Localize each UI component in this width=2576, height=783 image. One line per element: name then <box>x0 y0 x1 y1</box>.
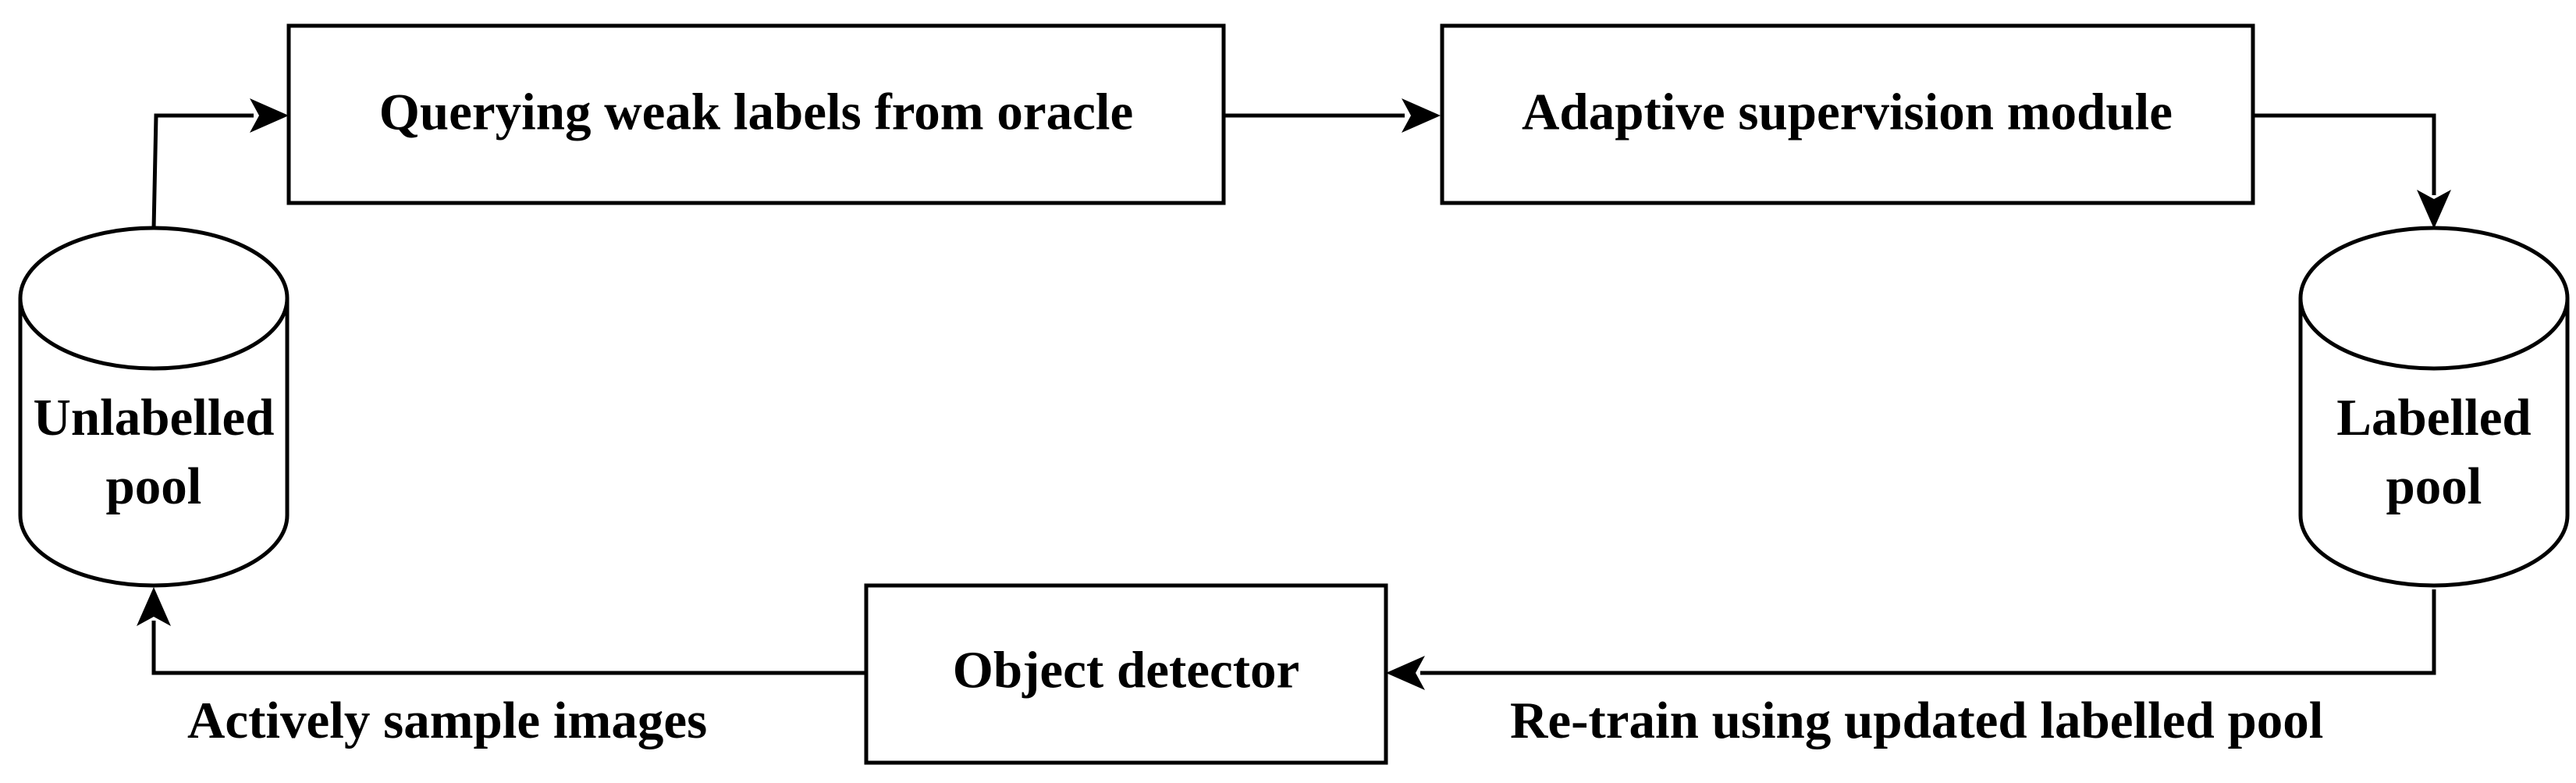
edge-adaptive-to-labelled <box>2253 113 2436 195</box>
edge-labelled-to-detector <box>1420 589 2436 675</box>
detector-label: Object detector <box>953 641 1300 699</box>
arrowhead-query-in <box>250 98 289 133</box>
detector-box: Object detector <box>864 583 1388 765</box>
edge-unlabelled-to-query <box>151 113 254 230</box>
labelled-pool-label-line1: Labelled <box>2336 389 2531 447</box>
arrowhead-unlabelled-in <box>137 587 171 626</box>
adaptive-label: Adaptive supervision module <box>1522 83 2173 141</box>
edge-label-retrain: Re-train using updated labelled pool <box>1510 692 2323 749</box>
query-box: Querying weak labels from oracle <box>286 23 1226 205</box>
arrowhead-detector-in <box>1386 656 1425 690</box>
edge-detector-to-unlabelled <box>151 621 865 675</box>
arrowhead-labelled-in <box>2417 190 2451 229</box>
query-label: Querying weak labels from oracle <box>379 83 1133 141</box>
edge-label-sample: Actively sample images <box>187 692 707 749</box>
unlabelled-pool-label-line1: Unlabelled <box>34 389 275 447</box>
unlabelled-pool-cylinder: Unlabelled pool <box>18 226 290 588</box>
labelled-pool-label-line2: pool <box>2386 457 2482 515</box>
adaptive-box: Adaptive supervision module <box>1440 23 2255 205</box>
labelled-pool-cylinder: Labelled pool <box>2298 226 2570 588</box>
arrowhead-adaptive-in <box>1402 98 1441 133</box>
unlabelled-pool-label-line2: pool <box>106 457 202 515</box>
